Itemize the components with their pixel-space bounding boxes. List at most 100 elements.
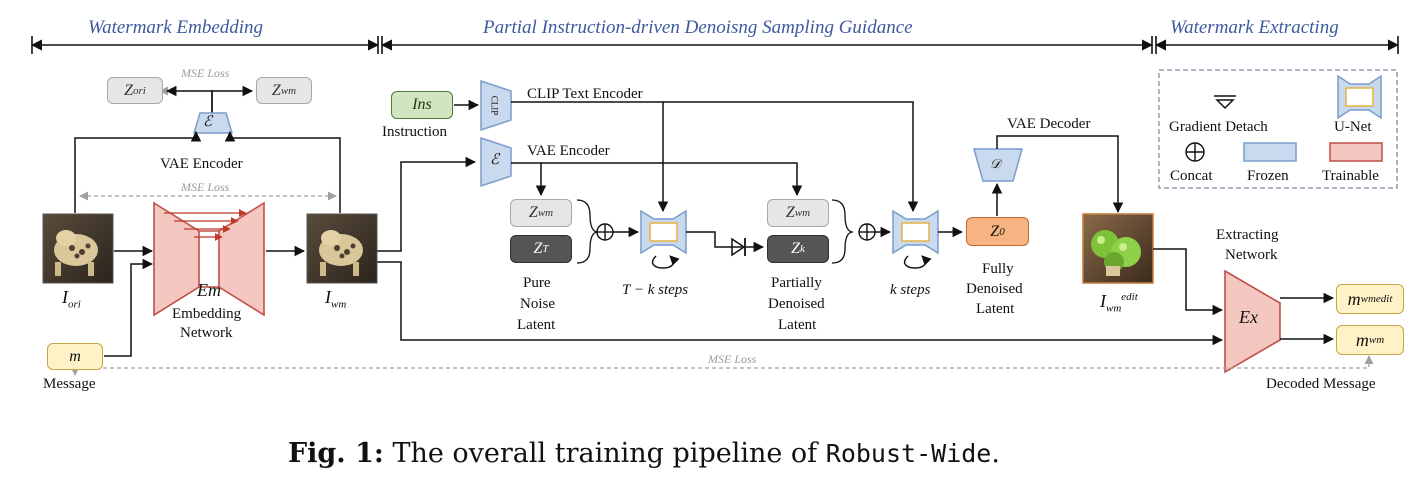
pure-noise-label-2: Noise: [520, 296, 555, 312]
unet1-to-zk: [686, 231, 742, 248]
vae-encoder-guidance-symbol: ℰ: [490, 152, 500, 168]
legend-frozen-label: Frozen: [1247, 168, 1289, 184]
caption-suffix: .: [991, 438, 1000, 469]
iwm-to-encoder: [224, 130, 341, 213]
section-span-guidance: [380, 36, 1154, 54]
mse-loss-mid: MSE Loss: [181, 180, 230, 194]
iori-to-encoder: [74, 130, 202, 213]
loop-t-k: [652, 255, 680, 269]
vae-decoder-shape: [973, 148, 1023, 182]
m-wm-sub: wm: [1368, 334, 1385, 346]
mse-bottom-line: [70, 355, 1374, 376]
z-t-symbol: Z: [533, 240, 543, 257]
photo-i-ori: [42, 213, 114, 284]
legend-trainable-icon: [1329, 142, 1383, 162]
brace-1: [576, 199, 599, 264]
em-label-2: Network: [180, 325, 233, 341]
z-0-sub: 0: [999, 225, 1005, 238]
ex-symbol: Ex: [1239, 307, 1258, 327]
fully-label-3: Latent: [976, 301, 1015, 317]
m-edit-symbol: m: [1347, 288, 1361, 309]
brace-2: [831, 199, 854, 264]
enc-to-zwm: [211, 85, 254, 117]
vae-encoder-embed-label: VAE Encoder: [160, 156, 243, 172]
z-wm-symbol: Z: [271, 81, 281, 99]
ins-box: Ins: [391, 91, 453, 119]
mse-loss-bottom: MSE Loss: [708, 352, 757, 366]
gradient-detach-mark: [731, 237, 746, 257]
i-edit-sup: edit: [1121, 291, 1138, 303]
section-span-extracting: [1154, 36, 1400, 54]
iwm-to-vae-enc: [377, 156, 477, 252]
em-symbol: Em: [197, 280, 221, 300]
z-wm-sub: wm: [280, 84, 297, 97]
section-title-embedding: Watermark Embedding: [88, 17, 264, 38]
decoded-message-label: Decoded Message: [1266, 376, 1376, 392]
concat-1: [596, 223, 614, 241]
i-edit-label: Iwmedit: [1100, 288, 1138, 319]
legend-gradient-detach-icon: [1214, 95, 1236, 110]
partial-label-2: Denoised: [768, 296, 825, 312]
vae-to-zwm1: [511, 162, 547, 197]
fully-label-2: Denoised: [966, 281, 1023, 297]
i-ori-label: Iori: [62, 288, 81, 315]
iwm-to-ex: [377, 261, 1224, 346]
decoder-to-iedit: [996, 135, 1124, 214]
legend-trainable-label: Trainable: [1322, 168, 1379, 184]
legend-concat-icon: [1185, 142, 1205, 162]
vae-decoder-label: VAE Decoder: [1007, 116, 1091, 132]
z-wm-1-symbol: Z: [528, 204, 538, 221]
iedit-to-ex: [1153, 248, 1224, 316]
loop-k: [904, 255, 932, 269]
clip-label: CLIP Text Encoder: [527, 86, 643, 102]
concat-2: [858, 223, 876, 241]
z-ori-sub: ori: [133, 84, 146, 97]
vae-encoder-embed-symbol: ℰ: [203, 114, 213, 130]
mse-loss-top: MSE Loss: [181, 66, 230, 80]
vae-to-zwm2: [541, 162, 803, 197]
fully-label-1: Fully: [982, 261, 1014, 277]
i-wm-label: Iwm: [325, 288, 346, 315]
z-ori-symbol: Z: [124, 81, 134, 99]
section-title-extracting: Watermark Extracting: [1170, 17, 1339, 38]
vae-encoder-embed-shape: [192, 112, 234, 134]
legend-unet-label: U-Net: [1334, 119, 1372, 135]
z-k-sub: k: [800, 243, 805, 255]
z-wm-2-symbol: Z: [785, 204, 795, 221]
z-wm-1-sub: wm: [537, 207, 554, 219]
unet-1-shape: [640, 209, 687, 255]
t-k-steps-label: T − k steps: [622, 282, 689, 298]
section-title-guidance: Partial Instruction-driven Denoisng Samp…: [483, 17, 913, 38]
i-ori-symbol: I: [62, 287, 68, 307]
vae-decoder-symbol: 𝒟: [990, 156, 1001, 171]
pure-noise-label-3: Latent: [517, 317, 556, 333]
embedding-network-shape: [153, 201, 265, 317]
legend-box: [1158, 69, 1398, 189]
clip-encoder-shape: [480, 79, 512, 132]
m-wm-symbol: m: [1355, 329, 1369, 350]
legend-frozen-icon: [1243, 142, 1297, 162]
photo-i-wm: [306, 213, 378, 284]
ex-label-1: Extracting: [1216, 227, 1279, 243]
legend-gradient-detach-label: Gradient Detach: [1169, 119, 1268, 135]
i-edit-symbol: I: [1100, 291, 1106, 311]
legend-unet-icon: [1337, 74, 1382, 120]
ex-label-2: Network: [1225, 247, 1278, 263]
partial-label-1: Partially: [771, 275, 822, 291]
message-box: m: [47, 343, 103, 370]
instruction-label: Instruction: [382, 124, 447, 140]
pure-noise-label-1: Pure: [523, 275, 551, 291]
m-edit-sub: wm: [1360, 293, 1376, 305]
clip-symbol: CLIP: [489, 95, 500, 116]
z-0-symbol: Z: [990, 222, 1000, 240]
vae-encoder-guidance-shape: [480, 136, 512, 188]
z-wm-2-sub: wm: [794, 207, 811, 219]
extracting-network-shape: [1224, 269, 1281, 374]
i-wm-symbol: I: [325, 287, 331, 307]
